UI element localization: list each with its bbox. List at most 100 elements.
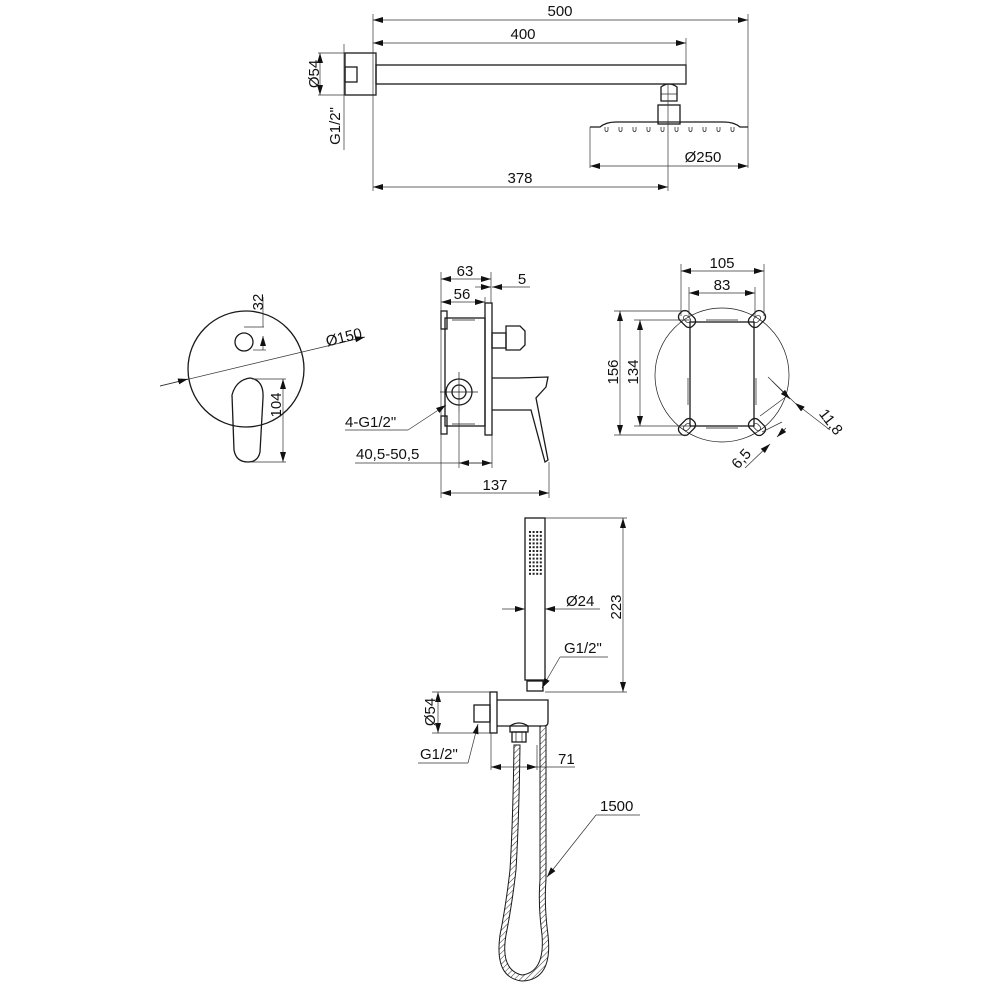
nozzle-icon	[716, 127, 721, 132]
spray-dot	[529, 538, 531, 541]
spray-dot	[536, 546, 539, 549]
spray-dot	[529, 561, 531, 564]
spray-dot	[529, 534, 531, 537]
dim-body-depth: 56	[454, 286, 471, 303]
spray-dot	[532, 553, 535, 556]
spray-dot	[536, 572, 539, 575]
overhead-shower-view: 500 400 Ø250 378 Ø54 G1/2"	[306, 3, 749, 191]
dim-knob: 32	[250, 294, 267, 311]
spray-dot	[532, 572, 535, 575]
spray-dot	[529, 542, 531, 545]
spray-dot	[536, 550, 539, 552]
spray-dot	[536, 531, 539, 533]
dim-bracket-thread: G1/2"	[420, 746, 458, 763]
shower-head-connector	[657, 83, 681, 125]
spray-dot	[536, 569, 539, 571]
diverter-side	[491, 325, 526, 351]
spray-dot	[536, 565, 539, 568]
mounting-box-view: 105 83 156 134 11,8 6,5	[605, 255, 846, 472]
spray-dot	[539, 534, 542, 537]
spray-dot	[539, 557, 542, 560]
spray-dot	[539, 553, 542, 556]
dim-bracket-projection: 71	[558, 751, 575, 768]
shower-hose	[498, 725, 550, 982]
spray-dot	[532, 569, 535, 571]
spray-dot	[536, 561, 539, 564]
lever-side	[492, 376, 549, 464]
nozzle-icon	[618, 127, 623, 132]
nozzle-icon	[646, 127, 651, 132]
spray-dot	[532, 557, 535, 560]
nozzle-icon	[604, 127, 609, 132]
spray-dot	[529, 546, 531, 549]
mounting-lug	[677, 309, 697, 329]
nozzle-icon	[674, 127, 679, 132]
spray-dot	[529, 572, 531, 575]
spray-dot	[532, 538, 535, 541]
dim-box-depth: 63	[457, 263, 474, 280]
diverter-knob	[234, 332, 254, 352]
mounting-lug	[677, 417, 697, 437]
mixer-side-view: 63 5 56 4-G1/2" 40,5-50,5 137	[345, 263, 550, 498]
spray-dot	[539, 565, 542, 568]
nozzle-icon	[702, 127, 707, 132]
mounting-lug	[747, 309, 767, 329]
spray-dot	[539, 550, 542, 552]
spray-dot	[532, 550, 535, 552]
spray-dot	[529, 553, 531, 556]
wall-bracket	[473, 691, 549, 743]
dim-head-diameter: Ø250	[685, 149, 722, 166]
dim-total-length: 500	[547, 3, 572, 20]
dim-outer-width: 105	[709, 255, 734, 272]
hand-shower-view: 223 Ø24 G1/2" Ø54 G1/2" 71 1500	[418, 517, 640, 982]
spray-dot	[532, 542, 535, 545]
mixer-front-view: 32 Ø150 104	[159, 294, 366, 463]
spray-dot	[529, 557, 531, 560]
spray-dot	[536, 538, 539, 541]
dim-hand-shower-length: 223	[608, 594, 625, 619]
spray-dot	[536, 542, 539, 545]
dim-outer-height: 156	[605, 359, 622, 384]
dim-hand-shower-diameter: Ø24	[566, 593, 594, 610]
dim-bracket-diameter: Ø54	[422, 698, 439, 726]
spray-dot	[539, 538, 542, 541]
spray-dot	[536, 553, 539, 556]
mounting-lug	[747, 417, 767, 437]
dim-hose-length: 1500	[600, 798, 633, 815]
spray-dot	[532, 565, 535, 568]
spray-dot	[529, 569, 531, 571]
nozzle-icon	[688, 127, 693, 132]
spray-dot	[539, 546, 542, 549]
wall-flange	[344, 52, 377, 96]
dim-flange-diameter: Ø54	[306, 60, 323, 88]
dim-lug: 11,8	[815, 406, 846, 439]
spray-dot	[529, 550, 531, 552]
spray-dot	[532, 561, 535, 564]
spray-dot	[529, 531, 531, 533]
concealed-box	[444, 317, 486, 427]
dim-install-range: 40,5-50,5	[356, 446, 419, 463]
spray-nozzle-grid	[529, 531, 542, 575]
shower-arm	[375, 64, 687, 85]
dim-inner-height: 134	[625, 359, 642, 384]
dim-plate-diameter: Ø150	[324, 325, 364, 350]
spray-dot	[539, 569, 542, 571]
dim-hole: 6,5	[728, 446, 755, 473]
cover-plate-side	[484, 302, 493, 436]
port-icon	[440, 372, 478, 412]
cover-plate	[187, 310, 305, 428]
spray-dot	[529, 565, 531, 568]
dim-plate: 5	[518, 271, 526, 288]
spray-dot	[532, 531, 535, 533]
nozzle-icon	[632, 127, 637, 132]
mixer-lever	[231, 377, 264, 463]
spray-dot	[539, 561, 542, 564]
hand-shower-body	[524, 517, 546, 681]
dim-total-depth: 137	[482, 477, 507, 494]
dim-thread: G1/2"	[327, 107, 344, 145]
dim-head-center: 378	[507, 170, 532, 187]
spray-dot	[539, 572, 542, 575]
spray-dot	[539, 542, 542, 545]
spray-dot	[536, 557, 539, 560]
